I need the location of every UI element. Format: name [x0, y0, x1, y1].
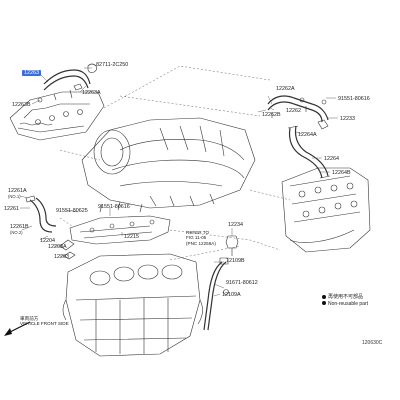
oil-separator-cover: [59, 201, 171, 260]
part-label-12262[interactable]: 12262: [286, 108, 301, 114]
part-label-12264b[interactable]: 12264B: [332, 170, 351, 176]
legend-item-reusable: 再使用不可部品: [322, 294, 368, 301]
reference-line-3: (PNC 12258A): [186, 240, 216, 246]
cylinder-head-cover-right: [281, 167, 371, 253]
hose-clamp: [321, 99, 327, 105]
part-label-12109b[interactable]: 12109B: [226, 258, 245, 264]
vehicle-front-note: 車両前方 VEHICLE FRONT SIDE: [20, 316, 69, 327]
part-sublabel-no1: (NO.1): [8, 194, 21, 199]
reference-line-2[interactable]: FIG 11-05: [186, 235, 207, 241]
legend: 再使用不可部品 Non-reusable part: [322, 294, 368, 307]
part-label-12109a[interactable]: 12109A: [222, 292, 241, 298]
part-label-12215[interactable]: 12215: [124, 234, 139, 240]
vehicle-front-arrow-icon: [4, 321, 31, 336]
bullet-icon: [322, 301, 326, 306]
part-label-12234[interactable]: 12234: [228, 222, 243, 228]
ventilation-hose-12263: [43, 69, 91, 101]
part-label-12261[interactable]: 12261: [4, 206, 19, 212]
hose-clamp: [299, 97, 305, 103]
reference-note: REFER TO FIG 11-05 (PNC 12258A): [186, 230, 216, 246]
part-label-12261b[interactable]: 12261B: [10, 224, 29, 230]
part-sublabel-no2: (NO.2): [10, 230, 23, 235]
clip-82711: [87, 63, 97, 73]
cylinder-head-cover-left: [9, 91, 105, 141]
part-label-91551-80616[interactable]: 91551-80616: [338, 96, 370, 102]
part-label-91551-80625[interactable]: 91551-80625: [56, 208, 88, 214]
vehicle-front-en: VEHICLE FRONT SIDE: [20, 321, 69, 327]
legend-item-non-reusable: Non-reusable part: [322, 301, 368, 308]
part-label-12263[interactable]: 12263: [22, 70, 41, 76]
part-label-12264a[interactable]: 12264A: [298, 132, 317, 138]
figure-code: 120630C: [362, 340, 383, 346]
ventilation-hose-12261: [25, 195, 57, 233]
part-label-82711[interactable]: 82711-2C250: [96, 62, 129, 68]
intake-manifold: [81, 117, 256, 209]
reference-line-1: REFER TO: [186, 230, 210, 235]
part-label-12263a[interactable]: 12263A: [82, 90, 101, 96]
part-label-12233[interactable]: 12233: [340, 116, 355, 122]
part-label-12264[interactable]: 12264: [324, 156, 339, 162]
part-label-12204[interactable]: 12204: [40, 238, 55, 244]
vehicle-front-jp: 車両前方: [20, 316, 39, 321]
pcv-valve: [225, 235, 239, 256]
part-label-12261a[interactable]: 12261A: [8, 188, 27, 194]
part-label-12263b[interactable]: 12263B: [12, 102, 31, 108]
part-label-12203a[interactable]: 12203A: [48, 244, 67, 250]
legend-reusable-text: 再使用不可部品: [328, 294, 364, 300]
part-label-12203[interactable]: 12203: [54, 254, 69, 260]
legend-non-reusable-text: Non-reusable part: [328, 300, 369, 307]
part-label-12262b[interactable]: 12262B: [262, 112, 281, 118]
ventilation-hose-12262: [267, 95, 329, 130]
hose-clamp: [37, 97, 43, 103]
part-label-12262a[interactable]: 12262A: [276, 86, 295, 92]
part-label-91551-80616b[interactable]: 91551-80616: [98, 204, 130, 210]
part-label-91671-80612[interactable]: 91671-80612: [226, 280, 258, 286]
engine-block: [62, 253, 203, 357]
bullet-icon: [322, 294, 326, 299]
